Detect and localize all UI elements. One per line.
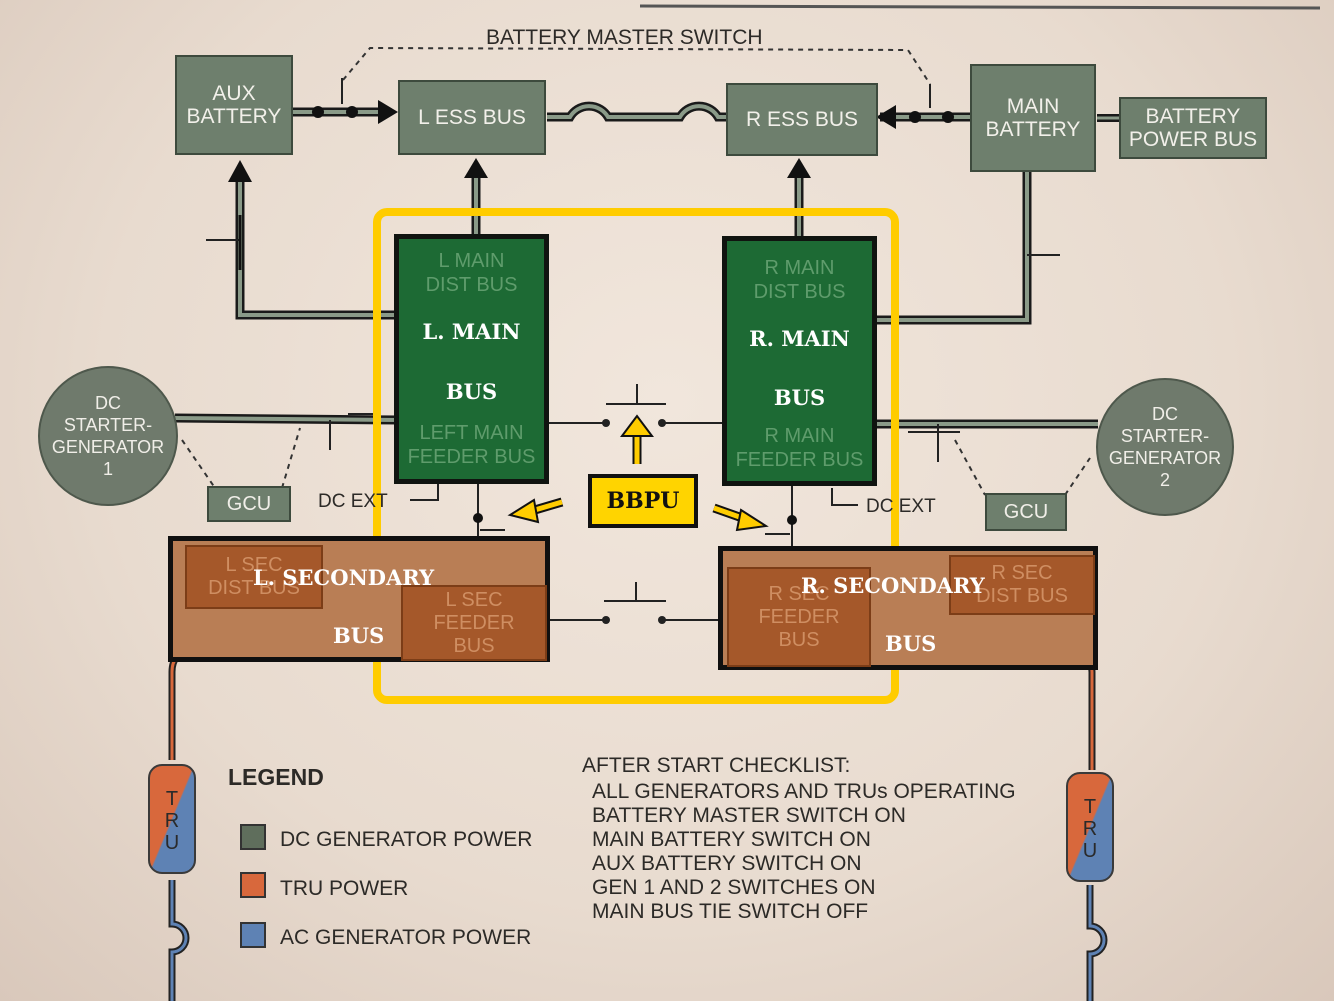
checklist-item-4: AUX BATTERY SWITCH ON <box>592 852 862 875</box>
legend-item-tru: TRU POWER <box>280 877 409 900</box>
l-sec-dist-bus: L SEC DIST BUS <box>185 545 323 609</box>
legend-title: LEGEND <box>228 764 324 790</box>
left-secondary-bus: L SEC DIST BUS L SEC FEEDER BUS L. SECON… <box>168 536 550 662</box>
legend-item-ac: AC GENERATOR POWER <box>280 926 532 949</box>
checklist-item-6: MAIN BUS TIE SWITCH OFF <box>592 900 869 923</box>
r-sec-dist-bus: R SEC DIST BUS <box>949 555 1095 615</box>
aux-battery-box: AUX BATTERY <box>175 55 293 155</box>
battery-power-bus-box: BATTERY POWER BUS <box>1119 97 1267 159</box>
bbpu-label-box: BBPU <box>588 474 698 528</box>
r-main-dist-bus-label: R MAIN DIST BUS <box>753 257 846 303</box>
left-main-bus: L MAIN DIST BUS L. MAIN BUS LEFT MAIN FE… <box>394 234 549 484</box>
arrow-to-ress <box>876 105 896 129</box>
bbpu-highlight-frame <box>373 208 899 704</box>
dc-ext-right-label: DC EXT <box>866 496 936 517</box>
l-ess-bus-box: L ESS BUS <box>398 80 546 155</box>
l-main-bold-label: L. MAIN <box>422 319 521 344</box>
l-sec-feeder-bus: L SEC FEEDER BUS <box>401 585 547 661</box>
battery-master-dashed <box>342 46 931 85</box>
r-secondary-bold-label: R. SECONDARY <box>801 573 985 598</box>
bbpu-arrows <box>507 414 769 532</box>
r-sec-feeder-bus: R SEC FEEDER BUS <box>727 567 871 667</box>
dc-starter-generator-1: DC STARTER- GENERATOR 1 <box>38 366 178 506</box>
page-edge-line <box>639 4 1321 10</box>
legend-swatch-ac <box>240 922 266 948</box>
l-main-bus-bold-label: BUS <box>445 379 498 404</box>
checklist-item-1: ALL GENERATORS AND TRUs OPERATING <box>592 780 1016 803</box>
dc-starter-generator-2: DC STARTER- GENERATOR 2 <box>1096 378 1234 516</box>
r-ess-bus-box: R ESS BUS <box>726 83 878 156</box>
left-main-feeder-bus-label: LEFT MAIN FEEDER BUS <box>407 422 536 468</box>
checklist-item-2: BATTERY MASTER SWITCH ON <box>592 804 906 827</box>
dc-ext-left-label: DC EXT <box>318 491 388 512</box>
tru-right: T R U <box>1066 772 1114 882</box>
main-battery-box: MAIN BATTERY <box>970 64 1096 172</box>
checklist-title: AFTER START CHECKLIST: <box>582 754 851 777</box>
gcu-right: GCU <box>985 493 1067 531</box>
legend-swatch-tru <box>240 872 266 898</box>
arrow-to-less <box>378 100 398 124</box>
right-secondary-bus: R SEC DIST BUS R SEC FEEDER BUS R. SECON… <box>718 546 1098 670</box>
l-secondary-bus-bold-label: BUS <box>333 623 385 648</box>
tru-left: T R U <box>148 764 196 874</box>
gcu-left: GCU <box>207 486 291 522</box>
l-main-dist-bus-label: L MAIN DIST BUS <box>425 250 518 296</box>
legend-item-dc: DC GENERATOR POWER <box>280 828 533 851</box>
checklist-item-3: MAIN BATTERY SWITCH ON <box>592 828 871 851</box>
r-secondary-bus-bold-label: BUS <box>885 631 937 656</box>
tru-left-label: T R U <box>164 788 180 854</box>
right-main-bus: R MAIN DIST BUS R. MAIN BUS R MAIN FEEDE… <box>722 236 877 486</box>
legend-swatch-dc <box>240 824 266 850</box>
r-main-bus-bold-label: BUS <box>773 385 826 410</box>
tru-right-label: T R U <box>1082 796 1098 862</box>
l-secondary-bold-label: L. SECONDARY <box>253 565 435 590</box>
checklist-item-5: GEN 1 AND 2 SWITCHES ON <box>592 876 876 899</box>
battery-master-switch-label: BATTERY MASTER SWITCH <box>486 26 763 49</box>
r-main-bold-label: R. MAIN <box>749 326 850 351</box>
r-main-feeder-bus-label: R MAIN FEEDER BUS <box>735 425 864 471</box>
